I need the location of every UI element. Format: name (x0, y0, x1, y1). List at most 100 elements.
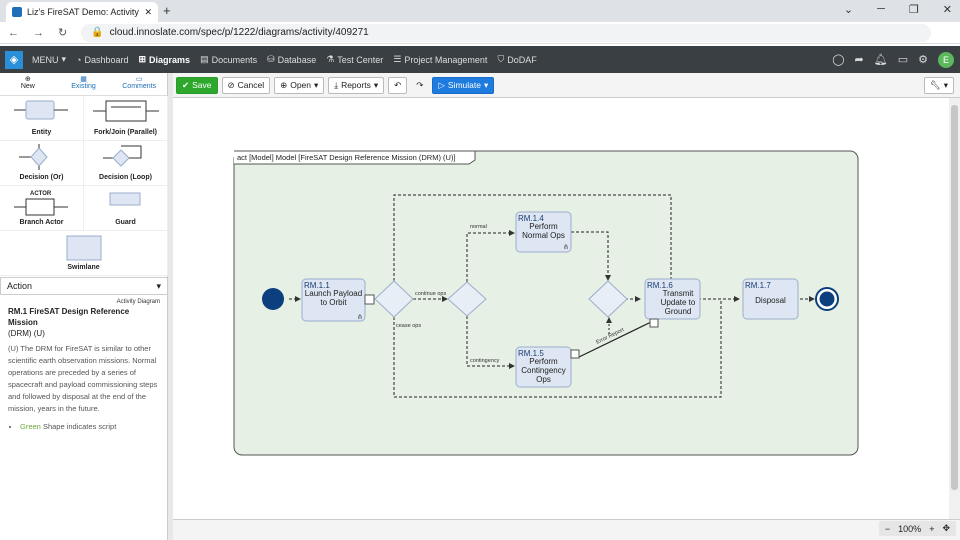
simulate-dropdown[interactable]: ▷Simulate▾ (432, 76, 495, 94)
nav-test-center[interactable]: ⚗Test Center (321, 46, 388, 73)
avatar[interactable]: E (938, 51, 954, 68)
tab-new[interactable]: ⊕New (0, 73, 56, 95)
edge-label-continue-ops: continue ops (415, 291, 446, 297)
save-button[interactable]: ✔Save (176, 76, 218, 94)
browser-tab[interactable]: Liz's FireSAT Demo: Activity Diagr ✕ (6, 2, 158, 22)
activity-diagram: act [Model] Model [FireSAT Design Refere… (233, 150, 859, 456)
action-id: RM.1.6 (647, 281, 673, 290)
decision-mode[interactable] (447, 281, 487, 317)
gear-icon[interactable]: ⚙ (918, 54, 928, 66)
loop-top-flow (393, 194, 672, 281)
palette-swimlane-label: Swimlane (67, 264, 100, 271)
palette-branch-actor[interactable]: ACTOR Branch Actor (0, 186, 84, 231)
palette-entity[interactable]: Entity (0, 96, 84, 141)
script-note: Green Shape indicates script (20, 421, 160, 433)
action-rm-1-6[interactable]: RM.1.6 Transmit Update to Ground (644, 278, 701, 328)
scrollbar-thumb[interactable] (951, 105, 958, 490)
diagram-toolbar: ✔Save ⊘Cancel ⊕Open▾ ⤓Reports▾ ↶ ↷ ▷Simu… (173, 73, 960, 98)
folder-icon[interactable]: ▭ (897, 54, 909, 66)
back-icon[interactable]: ← (8, 26, 19, 39)
tab-title: Liz's FireSAT Demo: Activity Diagr (27, 7, 139, 17)
palette-fork-join[interactable]: Fork/Join (Parallel) (84, 96, 168, 141)
nav-documents[interactable]: ▤Documents (195, 46, 262, 73)
palette-decision-loop[interactable]: Decision (Loop) (84, 141, 168, 186)
nav-database-label: Database (277, 54, 317, 65)
open-label: Open (290, 80, 312, 90)
comment-icon: ▭ (135, 76, 143, 83)
menu-label: MENU (32, 54, 59, 65)
entity-shape-icon (13, 100, 68, 120)
decision-continue[interactable] (374, 280, 414, 318)
caret-down-icon: ▾ (373, 79, 379, 90)
close-window-icon[interactable]: ✕ (942, 4, 952, 16)
palette-decision-or-label: Decision (Or) (19, 174, 64, 181)
output-port (364, 294, 375, 305)
browser-tab-bar: Liz's FireSAT Demo: Activity Diagr ✕ + ⌄… (0, 0, 960, 22)
palette-decision-or[interactable]: Decision (Or) (0, 141, 84, 186)
undo-button[interactable]: ↶ (388, 76, 408, 94)
fit-to-screen-icon[interactable]: ✥ (942, 523, 950, 533)
chevron-down-icon[interactable]: ⌄ (843, 4, 854, 16)
edge-label-cease-ops: cease ops (396, 323, 421, 329)
share-icon[interactable]: ➦ (854, 54, 864, 66)
decomposed-icon: ⋔ (563, 243, 569, 251)
nav-diagrams-label: Diagrams (149, 54, 191, 65)
palette-actor-label: ACTOR (30, 191, 52, 197)
nav-diagrams[interactable]: ⊞Diagrams (134, 46, 196, 73)
innoslate-logo-icon[interactable]: ◈ (5, 50, 23, 69)
settings-dropdown[interactable]: 🔧︎▾ (923, 76, 954, 94)
action-rm-1-4[interactable]: RM.1.4 Perform Normal Ops ⋔ (515, 211, 572, 253)
cancel-button[interactable]: ⊘Cancel (221, 76, 271, 94)
panel-splitter[interactable] (168, 73, 173, 540)
action-label: Perform Contingency Ops (521, 357, 566, 384)
tab-comments[interactable]: ▭Comments (111, 73, 167, 95)
merge-node[interactable] (588, 280, 628, 318)
nav-dashboard[interactable]: ◔Dashboard (71, 46, 133, 73)
caret-down-icon: ▾ (314, 79, 319, 90)
redo-button[interactable]: ↷ (411, 77, 428, 94)
download-icon: ⤓ (334, 79, 339, 90)
action-label: Perform Normal Ops (522, 222, 565, 240)
entity-description-body: (U) The DRM for FireSAT is similar to ot… (8, 344, 158, 413)
nav-dodaf[interactable]: ⛉DoDAF (492, 46, 541, 73)
reports-dropdown[interactable]: ⤓Reports▾ (328, 76, 385, 94)
action-rm-1-1[interactable]: RM.1.1 Launch Payload to Orbit ⋔ (301, 278, 375, 322)
existing-icon: ▦ (80, 76, 87, 83)
nav-project-management[interactable]: ☰Project Management (388, 46, 492, 73)
chat-icon[interactable]: ◯ (832, 54, 845, 66)
swimlane-shape-icon (66, 235, 101, 261)
action-label: Disposal (755, 296, 786, 305)
menu-button[interactable]: MENU▾ (27, 46, 71, 73)
url-field[interactable]: 🔒 cloud.innoslate.com/spec/p/1222/diagra… (81, 23, 932, 42)
minimize-icon[interactable]: ─ (877, 3, 885, 15)
play-icon: ▷ (438, 79, 445, 90)
action-class-select[interactable]: Action ▾ (0, 277, 168, 295)
maximize-icon[interactable]: ❐ (908, 4, 919, 16)
palette-guard[interactable]: Guard (84, 186, 168, 231)
error-report-flow (578, 321, 652, 358)
start-node[interactable] (262, 288, 284, 310)
diagram-canvas[interactable]: act [Model] Model [FireSAT Design Refere… (173, 98, 949, 519)
palette-swimlane[interactable]: Swimlane (0, 231, 168, 276)
new-tab-icon[interactable]: + (163, 3, 171, 18)
undo-icon: ↶ (394, 79, 402, 90)
open-dropdown[interactable]: ⊕Open▾ (274, 76, 325, 94)
end-node-core (819, 291, 835, 307)
tab-existing[interactable]: ▦Existing (56, 73, 112, 95)
reload-icon[interactable]: ↻ (58, 27, 68, 39)
nav-database[interactable]: ⛁Database (262, 46, 321, 73)
entity-description: Activity Diagram RM.1 FireSAT Design Ref… (0, 296, 168, 435)
palette-branch-actor-label: Branch Actor (19, 219, 64, 226)
action-rm-1-5[interactable]: RM.1.5 Perform Contingency Ops (515, 346, 580, 388)
save-label: Save (192, 80, 212, 90)
action-rm-1-7[interactable]: RM.1.7 Disposal (742, 278, 799, 320)
zoom-out-icon[interactable]: − (884, 523, 891, 534)
close-tab-icon[interactable]: ✕ (144, 6, 152, 17)
plus-circle-icon: ⊕ (24, 76, 31, 83)
nav-dashboard-label: Dashboard (84, 54, 129, 65)
loop-bottom-flow (393, 298, 722, 398)
bell-icon[interactable]: 🔔︎ (873, 54, 888, 66)
forward-icon[interactable]: → (33, 26, 44, 39)
entity-title: RM.1 FireSAT Design Reference Mission (8, 307, 130, 327)
zoom-in-icon[interactable]: + (929, 523, 935, 534)
